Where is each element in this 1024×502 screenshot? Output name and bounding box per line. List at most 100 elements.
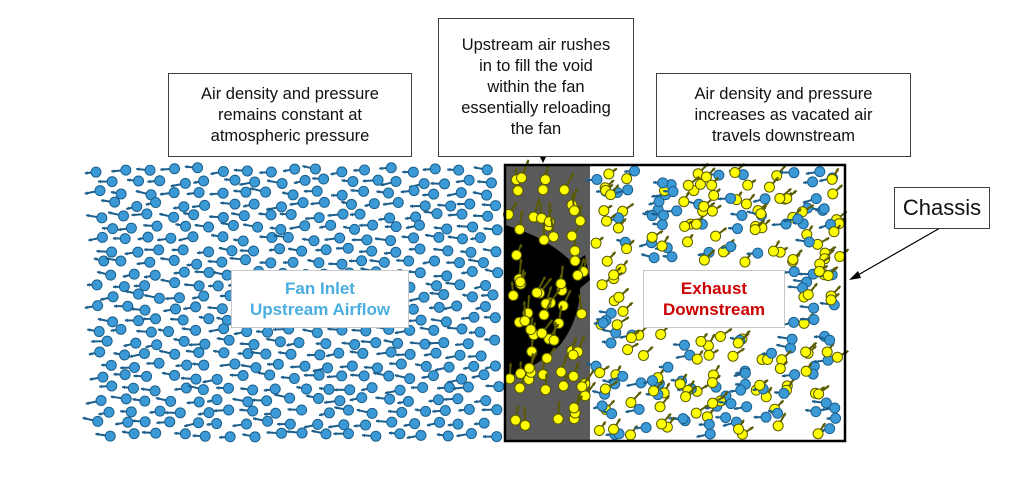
blue-particle: [472, 210, 494, 222]
blue-particle: [170, 314, 189, 326]
blue-particle: [85, 395, 107, 407]
blue-particle: [307, 257, 325, 269]
yellow-particle: [739, 252, 752, 268]
blue-particle: [211, 231, 229, 243]
blue-particle: [251, 395, 273, 407]
blue-particle: [339, 360, 358, 372]
blue-particle: [114, 416, 134, 428]
blue-particle: [133, 370, 153, 382]
blue-particle: [424, 231, 445, 243]
yellow-particle: [576, 294, 588, 320]
blue-particle: [281, 189, 299, 201]
blue-particle: [255, 326, 274, 338]
blue-particle: [267, 358, 284, 370]
blue-particle: [82, 415, 104, 427]
blue-particle: [585, 173, 603, 185]
blue-particle: [157, 326, 175, 338]
yellow-particle: [812, 422, 826, 440]
blue-particle: [634, 422, 652, 434]
blue-particle: [445, 279, 466, 291]
blue-particle: [787, 282, 808, 294]
yellow-particle: [611, 316, 630, 331]
yellow-particle: [646, 230, 664, 243]
yellow-particle: [655, 325, 669, 340]
blue-particle: [481, 200, 502, 212]
blue-particle: [474, 395, 492, 407]
yellow-particle: [776, 350, 792, 366]
blue-particle: [96, 269, 117, 281]
blue-particle: [369, 256, 390, 268]
blue-particle: [473, 280, 492, 292]
blue-particle: [376, 346, 397, 358]
blue-particle: [237, 348, 254, 360]
callout-line: atmospheric pressure: [210, 126, 370, 145]
blue-particle: [113, 300, 134, 312]
blue-particle: [97, 176, 118, 188]
blue-particle: [437, 200, 457, 212]
blue-particle: [353, 419, 372, 431]
blue-particle: [720, 241, 737, 253]
blue-particle: [802, 193, 822, 205]
blue-particle: [126, 200, 143, 212]
blue-particle: [592, 400, 608, 412]
blue-particle: [643, 375, 658, 387]
yellow-particle: [825, 292, 840, 306]
blue-particle: [287, 245, 308, 257]
blue-particle: [428, 394, 445, 406]
blue-particle: [287, 404, 308, 416]
blue-particle: [302, 163, 321, 175]
blue-particle: [652, 177, 669, 189]
blue-particle: [122, 268, 140, 280]
blue-particle: [625, 403, 645, 415]
blue-particle: [350, 185, 370, 197]
blue-particle: [188, 338, 211, 350]
blue-particle: [240, 384, 259, 396]
blue-particle: [422, 188, 440, 200]
blue-particle: [480, 289, 499, 301]
blue-particle: [208, 323, 230, 335]
yellow-particle: [812, 236, 830, 250]
blue-particle: [483, 224, 503, 236]
blue-particle: [144, 292, 165, 304]
yellow-particle: [774, 360, 789, 374]
blue-particle: [373, 370, 395, 382]
blue-particle: [101, 196, 121, 208]
blue-particle: [375, 393, 396, 405]
blue-particle: [250, 348, 272, 360]
blue-particle: [85, 212, 108, 224]
blue-particle: [252, 415, 274, 427]
blue-particle: [126, 175, 145, 187]
blue-particle: [349, 347, 369, 359]
blue-particle: [715, 412, 732, 424]
blue-particle: [473, 164, 493, 176]
blue-particle: [461, 266, 478, 278]
yellow-particle: [714, 327, 733, 343]
blue-particle: [389, 358, 407, 370]
blue-particle: [421, 370, 439, 382]
yellow-particle: [703, 349, 719, 361]
blue-particle: [202, 373, 223, 385]
blue-particle: [342, 223, 361, 235]
yellow-particle: [706, 176, 720, 191]
blue-particle: [216, 334, 235, 346]
blue-particle: [729, 384, 747, 396]
yellow-particle: [525, 317, 537, 336]
blue-particle: [360, 382, 378, 394]
blue-particle: [425, 280, 443, 292]
yellow-particle: [678, 191, 690, 208]
blue-particle: [376, 187, 394, 199]
blue-particle: [792, 276, 813, 288]
blue-particle: [472, 189, 493, 201]
yellow-particle: [528, 198, 541, 223]
blue-particle: [608, 370, 629, 382]
yellow-particle: [707, 395, 725, 409]
yellow-particle: [625, 391, 642, 409]
blue-particle: [663, 186, 679, 198]
yellow-particle: [599, 380, 619, 395]
blue-particle: [697, 246, 715, 258]
blue-particle: [428, 337, 450, 349]
blue-particle: [233, 326, 253, 338]
blue-particle: [257, 369, 276, 381]
blue-particle: [473, 417, 490, 429]
yellow-particle: [557, 373, 569, 392]
